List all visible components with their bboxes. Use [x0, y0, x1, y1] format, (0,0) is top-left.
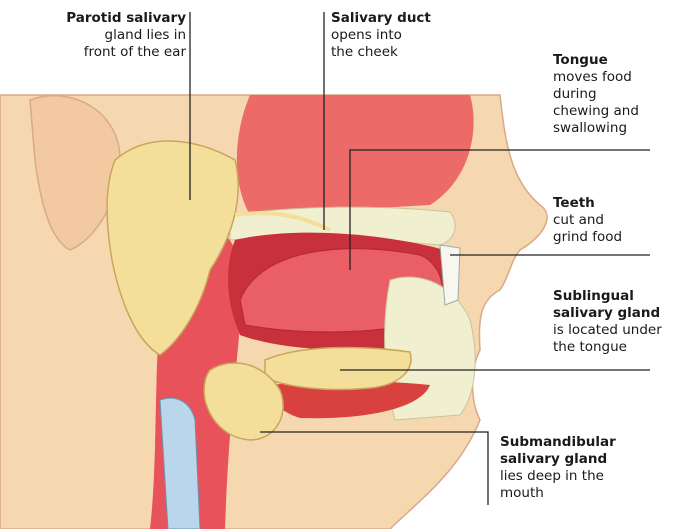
tongue-line-4: swallowing — [553, 120, 639, 137]
nasal-cavity — [237, 95, 474, 215]
parotid-label: Parotid salivary gland lies in front of … — [40, 10, 186, 61]
tongue-line-3: chewing and — [553, 103, 639, 120]
submandibular-line-2: mouth — [500, 485, 616, 502]
duct-line-2: the cheek — [331, 44, 431, 61]
tongue-line-1: moves food — [553, 69, 639, 86]
sublingual-line-2: the tongue — [553, 339, 662, 356]
submandibular-line-1: lies deep in the — [500, 468, 616, 485]
teeth-line-2: grind food — [553, 229, 622, 246]
sublingual-line-1: is located under — [553, 322, 662, 339]
duct-line-1: opens into — [331, 27, 431, 44]
duct-title: Salivary duct — [331, 10, 431, 27]
sublingual-title: Sublingual — [553, 288, 662, 305]
submandibular-label: Submandibular salivary gland lies deep i… — [500, 434, 616, 502]
sublingual-gland — [265, 347, 411, 389]
tongue-title: Tongue — [553, 52, 639, 69]
submandibular-title: Submandibular — [500, 434, 616, 451]
duct-label: Salivary duct opens into the cheek — [331, 10, 431, 61]
sublingual-title-2: salivary gland — [553, 305, 662, 322]
tongue-label: Tongue moves food during chewing and swa… — [553, 52, 639, 137]
teeth-line-1: cut and — [553, 212, 622, 229]
parotid-line-1: gland lies in — [40, 27, 186, 44]
submandibular-title-2: salivary gland — [500, 451, 616, 468]
teeth-title: Teeth — [553, 195, 622, 212]
parotid-title: Parotid salivary — [40, 10, 186, 27]
teeth-label: Teeth cut and grind food — [553, 195, 622, 246]
parotid-line-2: front of the ear — [40, 44, 186, 61]
tongue-line-2: during — [553, 86, 639, 103]
sublingual-label: Sublingual salivary gland is located und… — [553, 288, 662, 356]
